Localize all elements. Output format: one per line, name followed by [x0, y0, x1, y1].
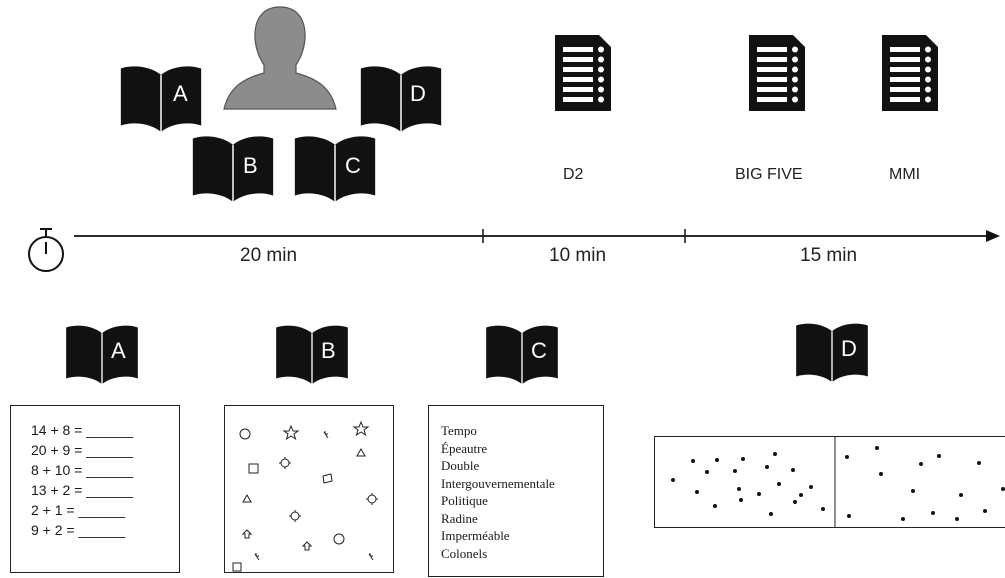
shapes-field: [232, 420, 378, 572]
questionnaire-d2-label: D2: [563, 166, 584, 183]
questionnaire-mmi-label: MMI: [889, 166, 921, 183]
questionnaire-big-five-label: BIG FIVE: [735, 166, 803, 183]
booklet-d-icon: D: [356, 60, 446, 134]
booklet-letter: D: [410, 81, 426, 106]
equation-line: 9 + 2 = ______: [31, 522, 126, 538]
word-item: Colonels: [441, 545, 488, 561]
stopwatch-icon: [24, 227, 68, 275]
questionnaire-d2-icon: [553, 33, 613, 113]
dots-field: [671, 437, 1005, 527]
participant-icon: [220, 5, 340, 110]
booklet-d-bottom-icon: D: [792, 318, 872, 384]
timeline-segment-2: 10 min: [549, 245, 607, 266]
booklet-letter: A: [173, 81, 188, 106]
words-panel: Tempo Épeautre Double Intergouvernementa…: [428, 405, 604, 577]
timeline-axis: [74, 226, 1000, 246]
word-item: Intergouvernementale: [441, 475, 555, 491]
word-item: Tempo: [441, 423, 477, 438]
booklet-letter: D: [841, 336, 857, 361]
booklet-letter: A: [111, 338, 126, 363]
booklet-letter: B: [321, 338, 336, 363]
timeline-segment-3: 15 min: [800, 245, 858, 266]
questionnaire-mmi-icon: [880, 33, 940, 113]
dots-panel: [654, 436, 1005, 528]
booklet-letter: B: [243, 153, 258, 178]
equation-line: 20 + 9 = ______: [31, 442, 133, 458]
equation-line: 8 + 10 = ______: [31, 462, 133, 478]
booklet-b-icon: B: [188, 130, 278, 204]
booklet-a-icon: A: [116, 60, 206, 134]
questionnaire-big-five-icon: [747, 33, 807, 113]
word-item: Double: [441, 458, 480, 473]
equation-line: 14 + 8 = ______: [31, 422, 133, 438]
word-item: Radine: [441, 510, 478, 526]
booklet-c-bottom-icon: C: [482, 320, 562, 386]
arithmetic-panel: 14 + 8 = ______ 20 + 9 = ______ 8 + 10 =…: [10, 405, 180, 573]
booklet-c-icon: C: [290, 130, 380, 204]
booklet-a-bottom-icon: A: [62, 320, 142, 386]
booklet-letter: C: [531, 338, 547, 363]
shapes-panel: [224, 405, 394, 573]
equation-line: 2 + 1 = ______: [31, 502, 126, 518]
booklet-letter: C: [345, 153, 361, 178]
equation-line: 13 + 2 = ______: [31, 482, 133, 498]
word-item: Politique: [441, 493, 488, 508]
timeline-segment-1: 20 min: [240, 245, 298, 266]
word-item: Épeautre: [441, 440, 488, 456]
booklet-b-bottom-icon: B: [272, 320, 352, 386]
word-item: Imperméable: [441, 528, 510, 543]
